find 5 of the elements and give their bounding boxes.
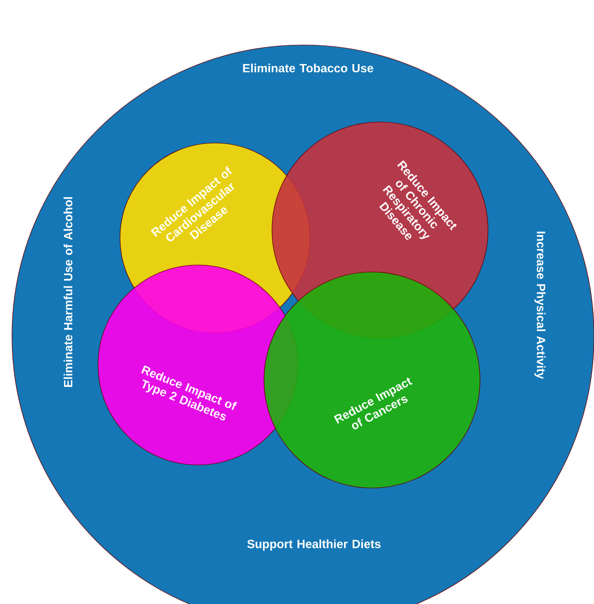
goal-label: Eliminate Tobacco Use <box>243 64 374 72</box>
goal-label: Increase Physical Activity <box>534 232 546 379</box>
venn-circle <box>264 272 480 488</box>
goal-label: Support Healthier Diets <box>247 539 381 551</box>
goal-label: Eliminate Harmful Use of Alcohol <box>64 197 72 387</box>
